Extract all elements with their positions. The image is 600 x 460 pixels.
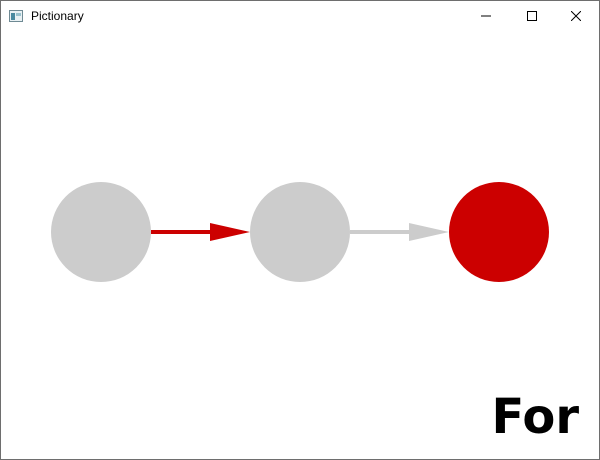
minimize-button[interactable] — [463, 1, 509, 31]
maximize-button[interactable] — [509, 1, 555, 31]
close-button[interactable] — [553, 1, 599, 31]
window-title: Pictionary — [31, 9, 84, 23]
node-3 — [449, 182, 549, 282]
app-window-icon — [9, 9, 23, 22]
edge-arrowhead-2 — [409, 223, 449, 241]
current-word: For — [491, 389, 580, 445]
minimize-icon — [481, 15, 491, 17]
title-bar[interactable]: Pictionary — [1, 1, 599, 31]
close-icon — [571, 11, 581, 21]
edge-arrowhead-1 — [210, 223, 250, 241]
drawing-canvas[interactable]: For — [1, 31, 599, 459]
node-2 — [250, 182, 350, 282]
node-diagram — [51, 182, 549, 282]
node-1 — [51, 182, 151, 282]
maximize-icon — [527, 11, 537, 21]
